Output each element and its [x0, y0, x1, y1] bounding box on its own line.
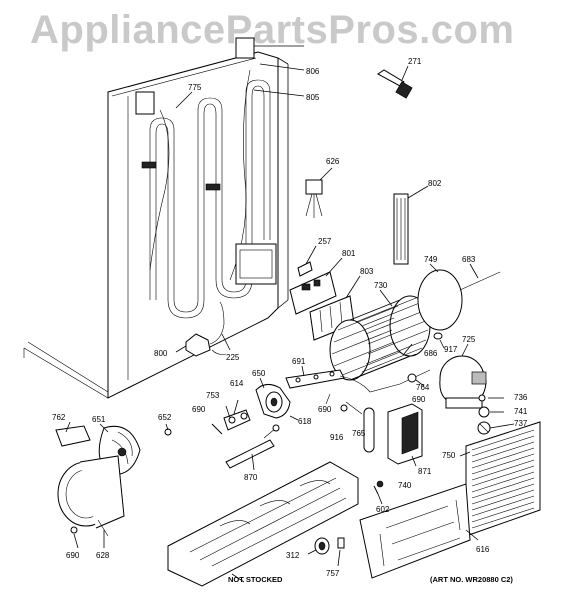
label-691: 691	[292, 357, 306, 366]
mount-parts	[407, 373, 515, 435]
control-board-801	[289, 245, 361, 341]
defrost-thermostat-626	[305, 167, 333, 218]
label-741: 741	[514, 407, 528, 416]
label-916: 916	[330, 433, 344, 442]
cabinet-back-panel	[23, 37, 289, 399]
fan-shroud-628	[57, 455, 125, 549]
label-800: 800	[154, 349, 168, 358]
bracket-691	[285, 365, 431, 405]
not-stocked-note: NOT STOCKED	[228, 575, 283, 584]
rear-grille-616	[359, 421, 541, 579]
label-757: 757	[326, 569, 340, 578]
fan-motor-650	[211, 377, 299, 435]
label-803: 803	[360, 267, 374, 276]
part-labels: 271 806 775 805 626 802 257 801 803 730 …	[52, 57, 528, 584]
compressor-725	[433, 332, 487, 409]
harness-800	[175, 301, 231, 357]
label-690-b: 690	[318, 405, 332, 414]
bolt-602	[373, 480, 384, 505]
label-749: 749	[424, 255, 438, 264]
label-870: 870	[244, 473, 258, 482]
label-614: 614	[230, 379, 244, 388]
label-683: 683	[462, 255, 476, 264]
label-686: 686	[424, 349, 438, 358]
label-257: 257	[318, 237, 332, 246]
watermark-text: AppliancePartsPros.com	[30, 8, 515, 52]
label-690-a: 690	[192, 405, 206, 414]
label-690-d: 690	[66, 551, 80, 560]
label-628: 628	[96, 551, 110, 560]
roller-312	[307, 537, 345, 567]
label-750: 750	[442, 451, 456, 460]
label-801: 801	[342, 249, 356, 258]
dryer-916	[340, 401, 375, 453]
heater-870	[225, 424, 280, 471]
label-312: 312	[286, 551, 300, 560]
drain-plug-271	[377, 65, 413, 99]
label-225: 225	[226, 353, 240, 362]
label-764: 764	[416, 383, 430, 392]
wire-harness-802	[393, 185, 429, 265]
label-602: 602	[376, 505, 390, 514]
label-730: 730	[374, 281, 388, 290]
label-740: 740	[398, 481, 412, 490]
label-805: 805	[306, 93, 320, 102]
label-650: 650	[252, 369, 266, 378]
label-271: 271	[408, 57, 422, 66]
fan-shroud-749	[417, 263, 501, 331]
label-737: 737	[514, 419, 528, 428]
label-616: 616	[476, 545, 490, 554]
label-753: 753	[206, 391, 220, 400]
label-618: 618	[298, 417, 312, 426]
label-806: 806	[306, 67, 320, 76]
label-652: 652	[158, 413, 172, 422]
label-651: 651	[92, 415, 106, 424]
base-plate-not-stocked	[167, 461, 359, 587]
label-762: 762	[52, 413, 66, 422]
label-690-c: 690	[412, 395, 426, 404]
leader-lines	[175, 45, 413, 355]
label-626: 626	[326, 157, 340, 166]
label-736: 736	[514, 393, 528, 402]
label-917: 917	[444, 345, 458, 354]
label-871: 871	[418, 467, 432, 476]
cover-871	[387, 403, 423, 467]
label-775: 775	[188, 83, 202, 92]
label-765: 765	[352, 429, 366, 438]
label-725: 725	[462, 335, 476, 344]
art-number-note: (ART NO. WR20880 C2)	[430, 575, 513, 584]
label-802: 802	[428, 179, 442, 188]
